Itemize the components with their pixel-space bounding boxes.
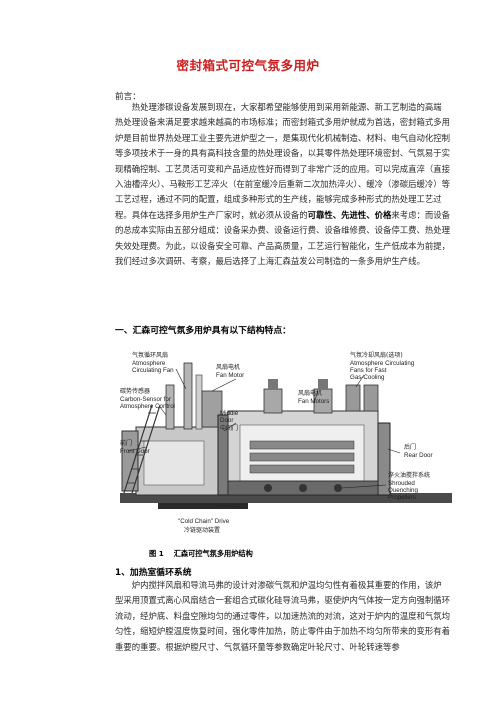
label-quench-en2: Quenching	[388, 487, 418, 494]
label-cold-chain-cn: 冷链驱动装置	[184, 526, 220, 534]
label-atm-fan-en2: Circulating Fan	[132, 367, 174, 374]
label-front-door-cn: 前门	[120, 439, 132, 447]
figure-caption-number: 图 1	[149, 549, 164, 558]
label-cooling-fan-en2: Fans for Fast	[350, 367, 387, 374]
label-quench-en1: Shrouded	[388, 480, 415, 487]
label-atm-fan-en1: Atmosphere	[132, 360, 166, 367]
cold-chain-drive	[158, 503, 248, 509]
document-title: 密封箱式可控气氛多用炉	[176, 58, 320, 73]
label-quench-cn: 淬火油搅拌系统	[388, 471, 430, 479]
label-atm-fan-cn: 气氛循环风扇	[132, 351, 168, 359]
intro-text-bold: 可靠性、先进性、价格	[307, 209, 392, 220]
intro-paragraph: 热处理渗碳设备发展到现在，大家都希望能够使用到采用新能源、新工艺制造的高端热处理…	[115, 100, 450, 269]
label-cooling-fan-en3: Gas-Cooling	[350, 374, 385, 381]
figure-caption-text: 汇森可控气氛多用炉结构	[173, 549, 253, 558]
base-platform	[120, 493, 452, 503]
section1-heading: 一、汇森可控气氛多用炉具有以下结构特点：	[115, 326, 291, 336]
label-middle-door-en1: Middle	[220, 410, 239, 417]
label-rear-door-en: Rear Door	[404, 452, 433, 459]
label-middle-door-cn: 中间门	[220, 424, 238, 432]
label-cold-chain-en: "Cold Chain" Drive	[178, 518, 230, 525]
quench-propellers	[264, 484, 342, 492]
label-fan-motors-en: Fan Motors	[298, 398, 329, 405]
label-fan-motor-en: Fan Motor	[216, 372, 244, 379]
label-middle-door-en2: Door	[220, 417, 233, 424]
intro-text-1: 热处理渗碳设备发展到现在，大家都希望能够使用到采用新能源、新工艺制造的高端热处理…	[115, 102, 450, 220]
front-door	[121, 430, 139, 492]
label-front-door-en: Front Door	[120, 448, 150, 455]
section2-heading: 1、加热室循环系统	[115, 568, 192, 578]
intro-label: 前言：	[115, 92, 141, 102]
intro-text-2: 来考虑：而设备的总成本实际由五部分组成：设备采办费、设备运行费、设备维修费、设备…	[115, 209, 450, 267]
label-fan-motor-cn: 风扇电机	[216, 363, 240, 371]
label-cooling-fan-en1: Atmosphere Circulating	[350, 360, 415, 367]
label-rear-door-cn: 后门	[404, 443, 416, 451]
section2-paragraph: 炉内搅拌风扇和导流马弗的设计对渗碳气氛和炉温均匀性有着极其重要的作用，该炉型采用…	[115, 580, 450, 652]
figure-caption: 图 1 汇森可控气氛多用炉结构	[149, 549, 263, 559]
rear-door	[377, 422, 391, 496]
label-fan-motors-cn: 风扇电机	[298, 389, 322, 397]
label-quench-en3: Propellers	[388, 494, 416, 501]
label-cooling-fan-cn: 气氛冷却风扇(选项)	[350, 351, 403, 359]
label-carbon-sensor-en1: Carbon-Sensor for	[120, 396, 171, 403]
label-carbon-sensor-en2: Atmosphere Control	[120, 403, 175, 410]
furnace-diagram: 气氛循环风扇 Atmosphere Circulating Fan 风扇电机 F…	[120, 351, 452, 534]
label-carbon-sensor-cn: 碳势传感器	[120, 387, 150, 395]
